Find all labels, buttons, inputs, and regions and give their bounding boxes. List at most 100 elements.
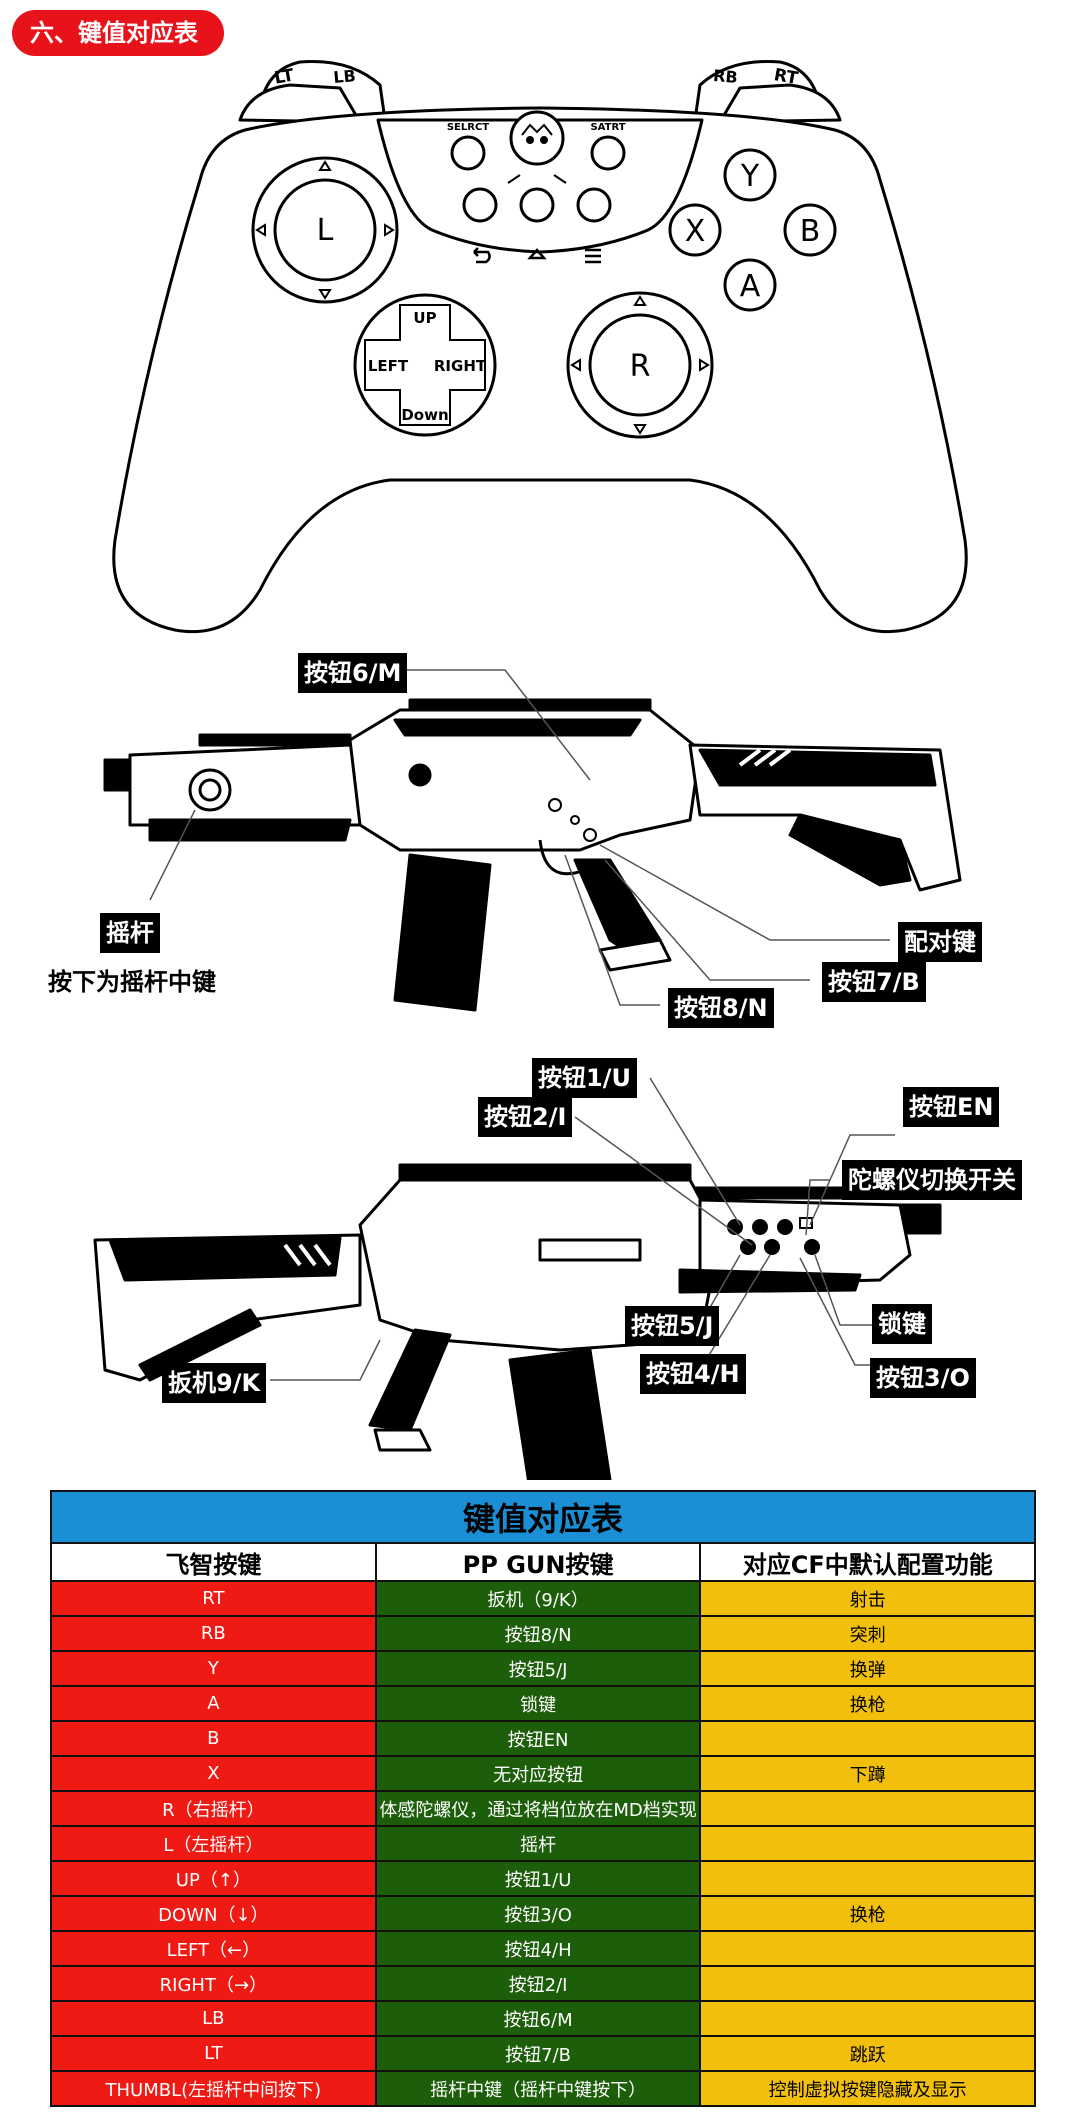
ppgun-key-cell: 按钮7/B <box>374 2035 702 2072</box>
label-button3: 按钮3/O <box>870 1358 976 1398</box>
dpad-right-label: RIGHT <box>434 357 487 375</box>
flydigi-key-cell: LEFT（←） <box>50 1930 377 1967</box>
table-row: UP（↑）按钮1/U <box>50 1860 1036 1897</box>
label-joystick-note: 按下为摇杆中键 <box>48 968 216 996</box>
flydigi-key-cell: RT <box>50 1580 377 1617</box>
select-label: SELRCT <box>447 122 489 133</box>
ppgun-key-cell: 按钮6/M <box>374 2000 702 2037</box>
ppgun-key-cell: 按钮2/I <box>374 1965 702 2002</box>
label-button2: 按钮2/I <box>478 1097 573 1137</box>
left-stick-label: L <box>317 213 334 248</box>
cf-function-cell: 换枪 <box>699 1895 1036 1932</box>
dpad-up-label: UP <box>413 309 436 327</box>
x-button-label: X <box>685 214 706 249</box>
label-trigger: 扳机9/K <box>162 1363 267 1403</box>
flydigi-key-cell: RIGHT（→） <box>50 1965 377 2002</box>
cf-function-cell <box>699 2000 1036 2037</box>
label-button1: 按钮1/U <box>532 1058 637 1098</box>
table-row: L（左摇杆）摇杆 <box>50 1825 1036 1862</box>
cf-function-cell: 换弹 <box>699 1650 1036 1687</box>
gun-diagram-right-side <box>93 1077 942 1480</box>
table-row: THUMBL(左摇杆中间按下)摇杆中键（摇杆中键按下）控制虚拟按键隐藏及显示 <box>50 2070 1036 2107</box>
flydigi-key-cell: DOWN（↓） <box>50 1895 377 1932</box>
label-joystick: 摇杆 <box>100 913 160 953</box>
b-button-label: B <box>800 214 821 249</box>
ppgun-key-cell: 摇杆 <box>374 1825 702 1862</box>
flydigi-key-cell: R（右摇杆） <box>50 1790 377 1827</box>
rb-label: RB <box>712 66 738 87</box>
cf-function-cell <box>699 1860 1036 1897</box>
table-row: RIGHT（→）按钮2/I <box>50 1965 1036 2002</box>
cf-function-cell <box>699 1965 1036 2002</box>
ppgun-key-cell: 按钮5/J <box>374 1650 702 1687</box>
label-gyro-switch: 陀螺仪切换开关 <box>842 1160 1022 1200</box>
header-flydigi-key: 飞智按键 <box>50 1542 377 1582</box>
label-button6: 按钮6/M <box>298 653 408 693</box>
flydigi-key-cell: A <box>50 1685 377 1722</box>
flydigi-key-cell: THUMBL(左摇杆中间按下) <box>50 2070 377 2107</box>
ppgun-key-cell: 按钮3/O <box>374 1895 702 1932</box>
gun-diagram-left-side <box>103 669 962 1012</box>
flydigi-key-cell: B <box>50 1720 377 1757</box>
table-row: LEFT（←）按钮4/H <box>50 1930 1036 1967</box>
ppgun-key-cell: 按钮1/U <box>374 1860 702 1897</box>
cf-function-cell <box>699 1930 1036 1967</box>
ppgun-key-cell: 锁键 <box>374 1685 702 1722</box>
section-title: 六、键值对应表 <box>12 10 224 56</box>
lb-label: LB <box>333 66 357 87</box>
header-ppgun-key: PP GUN按键 <box>374 1542 702 1582</box>
label-button-en: 按钮EN <box>903 1087 1000 1127</box>
flydigi-key-cell: UP（↑） <box>50 1860 377 1897</box>
dpad-down-label: Down <box>401 406 448 424</box>
flydigi-key-cell: RB <box>50 1615 377 1652</box>
dpad-left-label: LEFT <box>368 357 409 375</box>
label-pair-button: 配对键 <box>898 922 982 962</box>
ppgun-key-cell: 按钮4/H <box>374 1930 702 1967</box>
ppgun-key-cell: 无对应按钮 <box>374 1755 702 1792</box>
right-stick-label: R <box>630 349 651 384</box>
flydigi-key-cell: L（左摇杆） <box>50 1825 377 1862</box>
cf-function-cell <box>699 1790 1036 1827</box>
label-button7: 按钮7/B <box>822 962 926 1002</box>
cf-function-cell: 射击 <box>699 1580 1036 1617</box>
controller-diagram: LT LB RB RT SELRCT SATRT L R UP Down LEF… <box>112 60 968 634</box>
cf-function-cell: 跳跃 <box>699 2035 1036 2072</box>
cf-function-cell <box>699 1825 1036 1862</box>
header-cf-function: 对应CF中默认配置功能 <box>699 1542 1036 1582</box>
flydigi-key-cell: Y <box>50 1650 377 1687</box>
label-lock-button: 锁键 <box>872 1304 932 1344</box>
lt-label: LT <box>273 65 296 88</box>
ppgun-key-cell: 按钮8/N <box>374 1615 702 1652</box>
ppgun-key-cell: 体感陀螺仪，通过将档位放在MD档实现 <box>374 1790 702 1827</box>
cf-function-cell: 突刺 <box>699 1615 1036 1652</box>
label-button4: 按钮4/H <box>640 1354 746 1394</box>
cf-function-cell: 下蹲 <box>699 1755 1036 1792</box>
flydigi-key-cell: LB <box>50 2000 377 2037</box>
cf-function-cell: 控制虚拟按键隐藏及显示 <box>699 2070 1036 2107</box>
rt-label: RT <box>772 65 799 89</box>
flydigi-key-cell: X <box>50 1755 377 1792</box>
ppgun-key-cell: 扳机（9/K） <box>374 1580 702 1617</box>
flydigi-key-cell: LT <box>50 2035 377 2072</box>
cf-function-cell: 换枪 <box>699 1685 1036 1722</box>
a-button-label: A <box>740 269 761 304</box>
cf-function-cell <box>699 1720 1036 1757</box>
table-row: R（右摇杆）体感陀螺仪，通过将档位放在MD档实现 <box>50 1790 1036 1827</box>
start-label: SATRT <box>590 122 625 133</box>
label-button8: 按钮8/N <box>668 988 774 1028</box>
ppgun-key-cell: 按钮EN <box>374 1720 702 1757</box>
ppgun-key-cell: 摇杆中键（摇杆中键按下） <box>374 2070 702 2107</box>
y-button-label: Y <box>740 159 760 194</box>
table-title: 键值对应表 <box>50 1490 1036 1544</box>
label-button5: 按钮5/J <box>625 1306 720 1346</box>
